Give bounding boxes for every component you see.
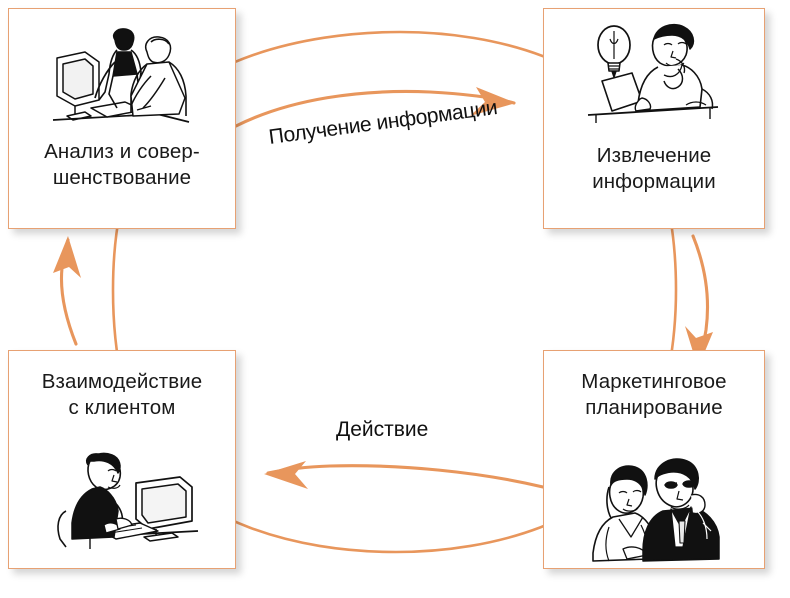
art-interaction — [57, 452, 199, 549]
arrow-left — [53, 236, 81, 346]
node-extraction-label: Извлечение информации — [592, 144, 716, 193]
arrow-bottom-label: Действие — [336, 418, 429, 441]
node-interaction-label: Взаимодействие с клиентом — [41, 370, 203, 419]
node-interaction[interactable]: Взаимодействие с клиентом — [8, 350, 236, 569]
arrow-bottom — [264, 461, 545, 489]
arrow-top — [234, 87, 516, 128]
node-planning-label: Маркетинговое планирование — [581, 370, 727, 419]
woman-at-computer-icon — [9, 443, 235, 563]
node-extraction[interactable]: Извлечение информации — [543, 8, 765, 229]
two-people-at-computer-icon — [9, 19, 235, 137]
node-analysis-label: Анализ и совер- шенствование — [44, 140, 200, 189]
node-planning[interactable]: Маркетинговое планирование — [543, 350, 765, 569]
art-planning — [592, 458, 720, 562]
arrow-right — [685, 234, 713, 368]
art-extraction — [587, 23, 719, 123]
man-and-woman-planning-icon — [544, 447, 764, 567]
node-analysis[interactable]: Анализ и совер- шенствование — [8, 8, 236, 229]
person-with-lightbulb-reading-icon — [544, 17, 764, 139]
art-analysis — [52, 28, 190, 123]
